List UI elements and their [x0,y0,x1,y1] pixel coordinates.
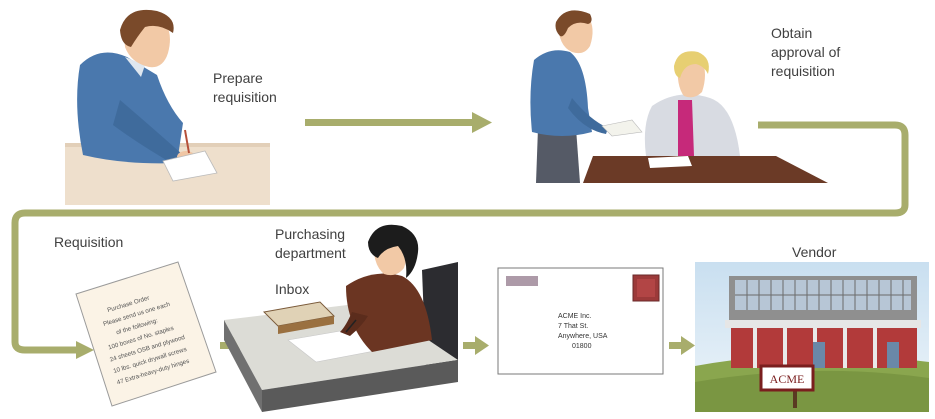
sign-board [759,364,815,392]
return-address-block [506,276,538,286]
label-purchasing-department: Purchasing department [275,226,346,261]
address-line-3: Anywhere, USA [558,333,608,340]
arrow-purch-to-env-shaft [463,342,477,349]
address-line-1: ACME Inc. [558,313,592,320]
vendor-illustration: ACME [695,262,929,412]
approval-illustration [530,10,828,183]
purchasing-desk-front [224,320,262,412]
requisition-document: Purchase Order Please send us one each o… [75,261,217,407]
label-requisition: Requisition [54,234,124,250]
standing-man-hair [555,10,592,37]
building-ledge [725,320,921,328]
clerk-hair [368,224,419,278]
seated-woman-hair [674,51,709,78]
address-line-2: 7 That St. [558,323,588,330]
label-prepare-requisition: Prepare requisition [213,70,277,105]
flow-connector-line [11,121,909,354]
envelope: ACME Inc. 7 That St. Anywhere, USA 01800 [497,267,664,375]
standing-man-legs [536,128,580,183]
arrow-prepare-to-approve-shaft [305,119,475,126]
clerk-pen [345,319,357,333]
man-hair [120,9,174,48]
building-door-2 [887,342,899,368]
label-vendor: Vendor [792,244,837,260]
address-line-4: 01800 [572,343,592,350]
desk-paper [648,156,692,168]
blouse [678,100,694,156]
approval-desk [583,156,828,183]
man-arm [113,100,183,165]
label-inbox: Inbox [275,281,310,297]
purchasing-illustration [224,224,458,412]
label-obtain-approval: Obtain approval of requisition [771,25,841,79]
building-door-1 [813,342,825,368]
clerk-body [346,273,432,352]
vendor-sign-text: ACME [770,372,805,386]
handed-document [601,119,643,137]
pencil [184,129,190,154]
paper [162,150,218,182]
prepare-requisition-illustration [65,9,270,205]
arrow-purch-to-env-head [475,336,489,355]
arrow-to-requisition [76,341,94,359]
sign-post [793,388,797,408]
arrow-prepare-to-approve-head [472,112,492,133]
document-sheet [75,261,217,407]
arrow-env-to-vendor-shaft [669,342,683,349]
arrow-env-to-vendor-head [681,336,695,355]
